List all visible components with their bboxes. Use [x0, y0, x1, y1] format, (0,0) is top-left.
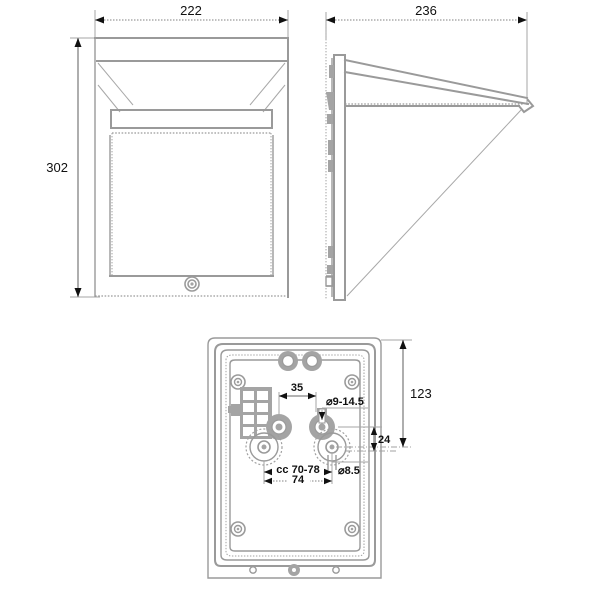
side-hood-front-tip	[517, 98, 535, 114]
front-view: 222 302	[46, 3, 289, 298]
rear-corner-screw-bl	[230, 521, 246, 537]
rear-bushing-left	[266, 414, 292, 440]
side-hood-top-slope	[343, 58, 529, 100]
rear-24-arrow-top	[370, 427, 378, 435]
rear-35-arrow-right	[308, 392, 316, 400]
rear-plate-outline	[214, 343, 376, 567]
side-depth-arrow-left	[326, 16, 335, 24]
front-height-arrow-top	[74, 38, 82, 47]
rear-offset-35-label: 35	[291, 382, 303, 394]
rear-inner-area	[229, 359, 361, 552]
rear-bore-small-label: ⌀8.5	[338, 465, 360, 477]
rear-cc-74-label: 74	[292, 474, 305, 486]
side-view: 236	[325, 3, 535, 301]
rear-plate-height-label: 123	[410, 386, 432, 401]
front-lock-icon	[184, 276, 200, 292]
rear-bore-large-label: ⌀9-14.5	[326, 396, 364, 408]
rear-plate-rim-inner-dotted	[225, 354, 365, 557]
front-height-dim-label: 302	[46, 160, 68, 175]
rear-cc-arrow-right	[324, 468, 332, 476]
rear-plate-rim-outer	[220, 349, 370, 561]
rear-mounting-view: 123 35 ⌀9-14.5 24 ⌀8.5 cc 70-78	[207, 337, 432, 579]
rear-123-arrow-bottom	[399, 438, 407, 447]
rear-dia9-leader-arrow	[318, 412, 326, 420]
rear-corner-screw-tr	[344, 374, 360, 390]
rear-74-arrow-left	[264, 477, 272, 485]
side-foot-rect	[325, 276, 334, 287]
rear-74-arrow-right	[324, 477, 332, 485]
front-hood-fold-left	[97, 84, 121, 113]
side-tab-7	[327, 265, 333, 274]
rear-74-label-bg	[288, 474, 310, 485]
rear-cable-entry-right	[302, 351, 322, 371]
rear-outer-frame	[207, 337, 382, 579]
rear-terminal-lead-tip	[228, 406, 232, 413]
front-width-arrow-right	[279, 16, 288, 24]
side-depth-arrow-right	[518, 16, 527, 24]
rear-terminal-lead	[231, 404, 240, 416]
rear-cc-label-bg	[272, 464, 324, 475]
rear-123-arrow-top	[399, 340, 407, 349]
front-outline-outer	[94, 37, 289, 298]
rear-corner-screw-br	[344, 521, 360, 537]
side-tab-6	[328, 246, 333, 258]
side-hood-top-slope-inner	[343, 70, 530, 106]
side-tab-4	[328, 140, 333, 155]
front-hood-fold-right	[262, 84, 286, 113]
rear-terminal-block	[228, 387, 272, 439]
rear-cc-range-label: cc 70-78	[276, 464, 319, 476]
rear-cable-entry-left	[278, 351, 298, 371]
front-height-arrow-bottom	[74, 288, 82, 297]
side-depth-dim-label: 236	[415, 3, 437, 18]
rear-cc-arrow-left	[264, 468, 272, 476]
side-tab-2	[326, 92, 334, 110]
front-width-dim-label: 222	[180, 3, 202, 18]
side-tab-5	[328, 160, 333, 172]
rear-corner-screw-tl	[230, 374, 246, 390]
side-back-plate	[333, 54, 346, 301]
rear-bottom-hole-right	[332, 566, 340, 574]
rear-bottom-lock-boss	[288, 564, 300, 576]
rear-offset-24-label: 24	[378, 434, 391, 446]
rear-35-arrow-left	[279, 392, 287, 400]
rear-24-arrow-bottom	[370, 443, 378, 451]
side-tab-1	[329, 65, 334, 78]
side-tab-3	[327, 114, 333, 124]
rear-bottom-hole-left	[249, 566, 257, 574]
side-lower-diagonal	[346, 109, 522, 297]
front-width-arrow-left	[95, 16, 104, 24]
front-hood-chamfer-left	[97, 62, 134, 106]
front-hood-chamfer-right	[249, 62, 286, 106]
